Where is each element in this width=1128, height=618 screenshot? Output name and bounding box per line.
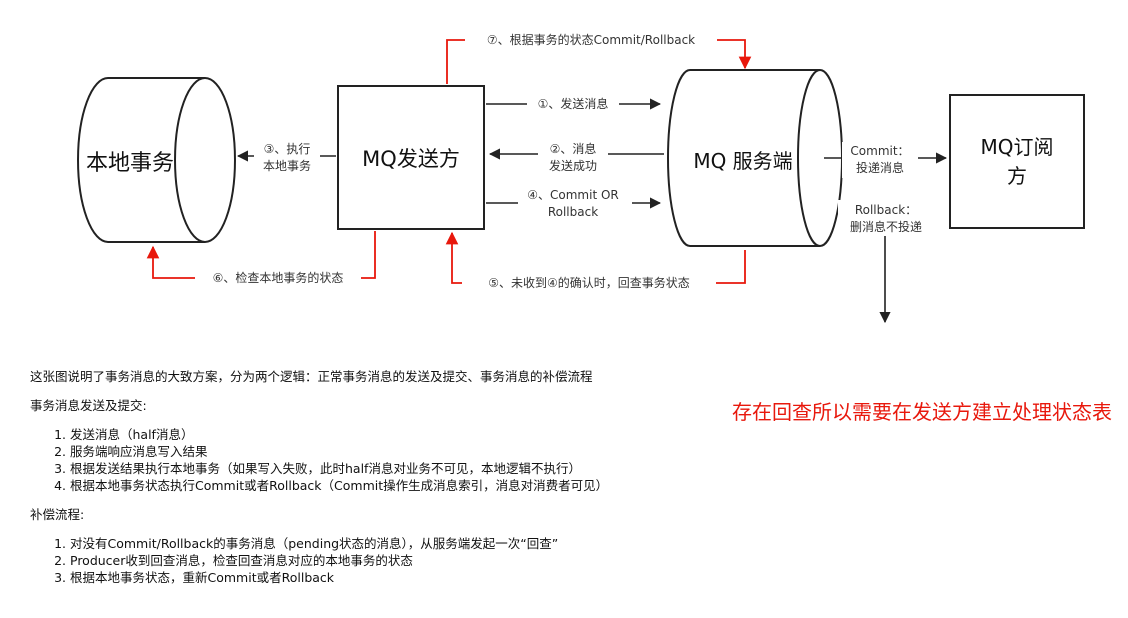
edge-by-status-label: ⑦、根据事务的状态Commit/Rollback	[487, 32, 695, 47]
edge-send-message-label: ①、发送消息	[538, 96, 609, 111]
edge-check-back: ⑤、未收到④的确认时，回查事务状态	[445, 231, 746, 292]
server-label: MQ 服务端	[693, 149, 792, 173]
producer-node: MQ发送方	[337, 85, 485, 230]
local-transaction-label: 本地事务	[86, 151, 174, 176]
producer-label: MQ发送方	[362, 147, 460, 171]
list-item: 根据本地事务状态执行Commit或者Rollback（Commit操作生成消息索…	[70, 477, 710, 494]
list-item: Producer收到回查消息，检查回查消息对应的本地事务的状态	[70, 552, 710, 569]
edge-deliver-label-line1: Commit：	[850, 144, 909, 158]
edge-by-status: ⑦、根据事务的状态Commit/Rollback	[446, 31, 752, 84]
edge-send-ack-label-line2: 发送成功	[549, 158, 597, 173]
edge-deliver-label-line2: 投递消息	[856, 160, 904, 175]
list-item: 发送消息（half消息）	[70, 426, 710, 443]
section1-title: 事务消息发送及提交:	[30, 398, 147, 413]
list-item: 对没有Commit/Rollback的事务消息（pending状态的消息），从服…	[70, 535, 710, 552]
subscriber-node: MQ订阅 方	[949, 94, 1085, 229]
edge-execute-local: ③、执行 本地事务	[236, 140, 336, 176]
description-intro: 这张图说明了事务消息的大致方案，分为两个逻辑：正常事务消息的发送及提交、事务消息…	[30, 369, 593, 384]
edge-commit-rollback-label-line2: Rollback	[548, 205, 598, 219]
edge-execute-local-label-line2: 本地事务	[263, 158, 311, 173]
transaction-message-diagram: 本地事务 MQ发送方 MQ 服务端 MQ订阅 方 ①、发送消息 ②、消息 发送成…	[77, 31, 1085, 324]
edge-check-local-label: ⑥、检查本地事务的状态	[213, 270, 344, 285]
section2-list: 对没有Commit/Rollback的事务消息（pending状态的消息），从服…	[30, 535, 710, 586]
list-item: 根据发送结果执行本地事务（如果写入失败，此时half消息对业务不可见，本地逻辑不…	[70, 460, 710, 477]
red-annotation-note: 存在回查所以需要在发送方建立处理状态表	[732, 400, 1112, 424]
section1-list: 发送消息（half消息） 服务端响应消息写入结果 根据发送结果执行本地事务（如果…	[30, 426, 710, 494]
edge-check-local: ⑥、检查本地事务的状态	[146, 231, 376, 287]
edge-send-message: ①、发送消息	[486, 95, 662, 113]
subscriber-label-line2: 方	[1007, 164, 1027, 188]
edge-send-ack: ②、消息 发送成功	[488, 139, 664, 175]
server-node: MQ 服务端	[667, 69, 843, 247]
edge-commit-rollback-label-line1: ④、Commit OR	[527, 188, 619, 202]
local-transaction-node: 本地事务	[77, 77, 236, 243]
edge-rollback-delete: Rollback： 删消息不投递	[838, 200, 936, 324]
edge-execute-local-label-line1: ③、执行	[264, 142, 311, 156]
edge-rollback-delete-label-line1: Rollback：	[855, 203, 917, 217]
edge-deliver: Commit： 投递消息	[824, 142, 948, 178]
list-item: 服务端响应消息写入结果	[70, 443, 710, 460]
section2-title: 补偿流程:	[30, 507, 85, 522]
edge-send-ack-label-line1: ②、消息	[550, 141, 597, 156]
list-item: 根据本地事务状态，重新Commit或者Rollback	[70, 569, 710, 586]
edge-commit-rollback: ④、Commit OR Rollback	[486, 186, 662, 222]
description: 这张图说明了事务消息的大致方案，分为两个逻辑：正常事务消息的发送及提交、事务消息…	[30, 368, 710, 598]
edge-rollback-delete-label-line2: 删消息不投递	[850, 219, 922, 234]
edge-check-back-label: ⑤、未收到④的确认时，回查事务状态	[488, 275, 690, 290]
subscriber-label-line1: MQ订阅	[981, 135, 1054, 159]
